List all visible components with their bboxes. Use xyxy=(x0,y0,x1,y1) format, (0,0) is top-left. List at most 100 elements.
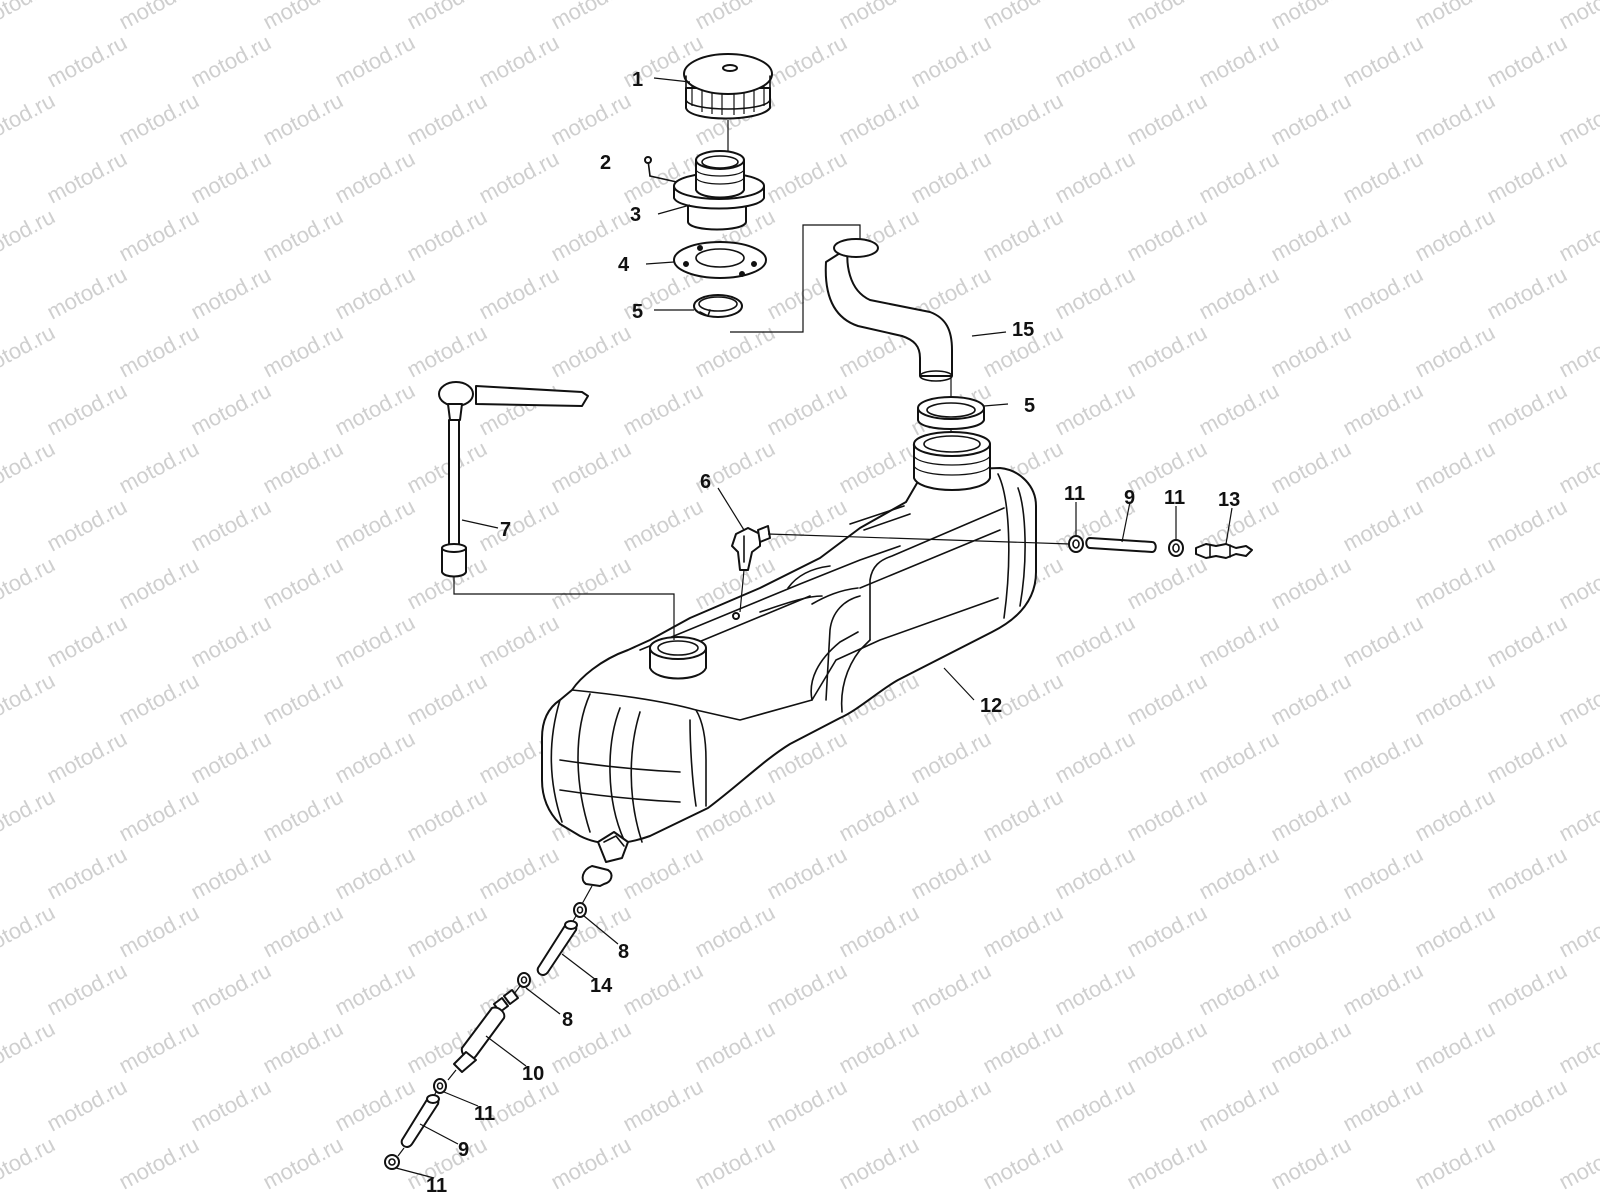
watermark-text: motod.ru xyxy=(115,204,203,267)
watermark-text: motod.ru xyxy=(691,1132,779,1195)
watermark-text: motod.ru xyxy=(619,378,707,441)
watermark-text: motod.ru xyxy=(1123,668,1211,731)
sender-install-line xyxy=(453,576,675,640)
vent-line xyxy=(730,224,861,333)
watermark-text: motod.ru xyxy=(1339,842,1427,905)
watermark-text: motod.ru xyxy=(187,726,275,789)
callout-8-lower: 8 xyxy=(562,1009,573,1031)
watermark-text: motod.ru xyxy=(403,204,491,267)
watermark-text: motod.ru xyxy=(475,262,563,325)
watermark-text: motod.ru xyxy=(475,146,563,209)
watermark-text: motod.ru xyxy=(1483,958,1571,1021)
watermark-text: motod.ru xyxy=(43,726,131,789)
watermark-text: motod.ru xyxy=(0,1016,59,1079)
watermark-text: motod.ru xyxy=(835,900,923,963)
watermark-text: motod.ru xyxy=(979,204,1067,267)
watermark-text: motod.ru xyxy=(1195,146,1283,209)
callout-15: 15 xyxy=(1012,319,1034,341)
watermark-text: motod.ru xyxy=(187,958,275,1021)
filler-gasket xyxy=(673,241,767,279)
watermark-text: motod.ru xyxy=(835,88,923,151)
watermark-text: motod.ru xyxy=(0,552,59,615)
watermark-text: motod.ru xyxy=(0,784,59,847)
watermark-text: motod.ru xyxy=(403,668,491,731)
watermark-text: motod.ru xyxy=(403,0,491,34)
watermark-text: motod.ru xyxy=(1195,1074,1283,1137)
watermark-text: motod.ru xyxy=(1483,146,1571,209)
watermark-text: motod.ru xyxy=(835,0,923,34)
watermark-text: motod.ru xyxy=(331,262,419,325)
watermark-text: motod.ru xyxy=(1195,378,1283,441)
watermark-text: motod.ru xyxy=(1339,146,1427,209)
watermark-text: motod.ru xyxy=(1411,436,1499,499)
watermark-text: motod.ru xyxy=(691,1016,779,1079)
watermark-text: motod.ru xyxy=(1339,958,1427,1021)
watermark-text: motod.ru xyxy=(115,668,203,731)
watermark-text: motod.ru xyxy=(115,1132,203,1195)
watermark-text: motod.ru xyxy=(0,88,59,151)
watermark-text: motod.ru xyxy=(691,0,779,34)
watermark-text: motod.ru xyxy=(1411,668,1499,731)
watermark-text: motod.ru xyxy=(259,900,347,963)
watermark-text: motod.ru xyxy=(1339,610,1427,673)
watermark-text: motod.ru xyxy=(43,262,131,325)
watermark-text: motod.ru xyxy=(979,1016,1067,1079)
watermark-text: motod.ru xyxy=(1483,610,1571,673)
watermark-text: motod.ru xyxy=(115,784,203,847)
watermark-text: motod.ru xyxy=(0,668,59,731)
watermark-text: motod.ru xyxy=(0,0,59,34)
watermark-text: motod.ru xyxy=(1411,0,1499,34)
watermark-text: motod.ru xyxy=(691,320,779,383)
watermark-text: motod.ru xyxy=(1267,204,1355,267)
watermark-text: motod.ru xyxy=(763,1074,851,1137)
callout-11-bottom-b: 11 xyxy=(426,1175,447,1197)
watermark-text: motod.ru xyxy=(475,842,563,905)
watermark-text: motod.ru xyxy=(1411,552,1499,615)
watermark-text: motod.ru xyxy=(907,958,995,1021)
watermark-text: motod.ru xyxy=(331,30,419,93)
watermark-text: motod.ru xyxy=(619,958,707,1021)
watermark-text: motod.ru xyxy=(1123,88,1211,151)
watermark-text: motod.ru xyxy=(979,88,1067,151)
watermark-text: motod.ru xyxy=(1411,1016,1499,1079)
watermark-text: motod.ru xyxy=(259,1016,347,1079)
watermark-text: motod.ru xyxy=(1267,88,1355,151)
watermark-text: motod.ru xyxy=(1195,30,1283,93)
callout-14: 14 xyxy=(590,975,613,997)
callout-6: 6 xyxy=(700,471,711,493)
watermark-text: motod.ru xyxy=(1195,842,1283,905)
watermark-text: motod.ru xyxy=(1123,784,1211,847)
watermark-text: motod.ru xyxy=(43,958,131,1021)
watermark-text: motod.ru xyxy=(259,436,347,499)
watermark-text: motod.ru xyxy=(403,436,491,499)
watermark-text: motod.ru xyxy=(1483,494,1571,557)
watermark-text: motod.ru xyxy=(619,842,707,905)
watermark-text: motod.ru xyxy=(1051,726,1139,789)
watermark-text: motod.ru xyxy=(1483,262,1571,325)
watermark-text: motod.ru xyxy=(1123,320,1211,383)
watermark-text: motod.ru xyxy=(187,842,275,905)
watermark-text: motod.ru xyxy=(331,494,419,557)
watermark-text: motod.ru xyxy=(1555,1016,1600,1079)
callout-11-bottom-a: 11 xyxy=(474,1103,495,1125)
watermark-text: motod.ru xyxy=(115,0,203,34)
watermark-text: motod.ru xyxy=(1267,784,1355,847)
watermark-text: motod.ru xyxy=(1267,1016,1355,1079)
watermark-text: motod.ru xyxy=(1267,668,1355,731)
watermark-text: motod.ru xyxy=(1411,1132,1499,1195)
watermark-text: motod.ru xyxy=(763,146,851,209)
watermark-text: motod.ru xyxy=(43,610,131,673)
watermark-text: motod.ru xyxy=(1051,378,1139,441)
watermark-text: motod.ru xyxy=(835,784,923,847)
watermark-text: motod.ru xyxy=(763,842,851,905)
callout-7: 7 xyxy=(500,519,511,541)
watermark-text: motod.ru xyxy=(1339,1074,1427,1137)
watermark-text: motod.ru xyxy=(475,30,563,93)
watermark-text: motod.ru xyxy=(907,842,995,905)
watermark-text: motod.ru xyxy=(403,900,491,963)
watermark-text: motod.ru xyxy=(1195,262,1283,325)
watermark-text: motod.ru xyxy=(475,610,563,673)
watermark-text: motod.ru xyxy=(1411,900,1499,963)
watermark-text: motod.ru xyxy=(547,88,635,151)
watermark-text: motod.ru xyxy=(907,146,995,209)
